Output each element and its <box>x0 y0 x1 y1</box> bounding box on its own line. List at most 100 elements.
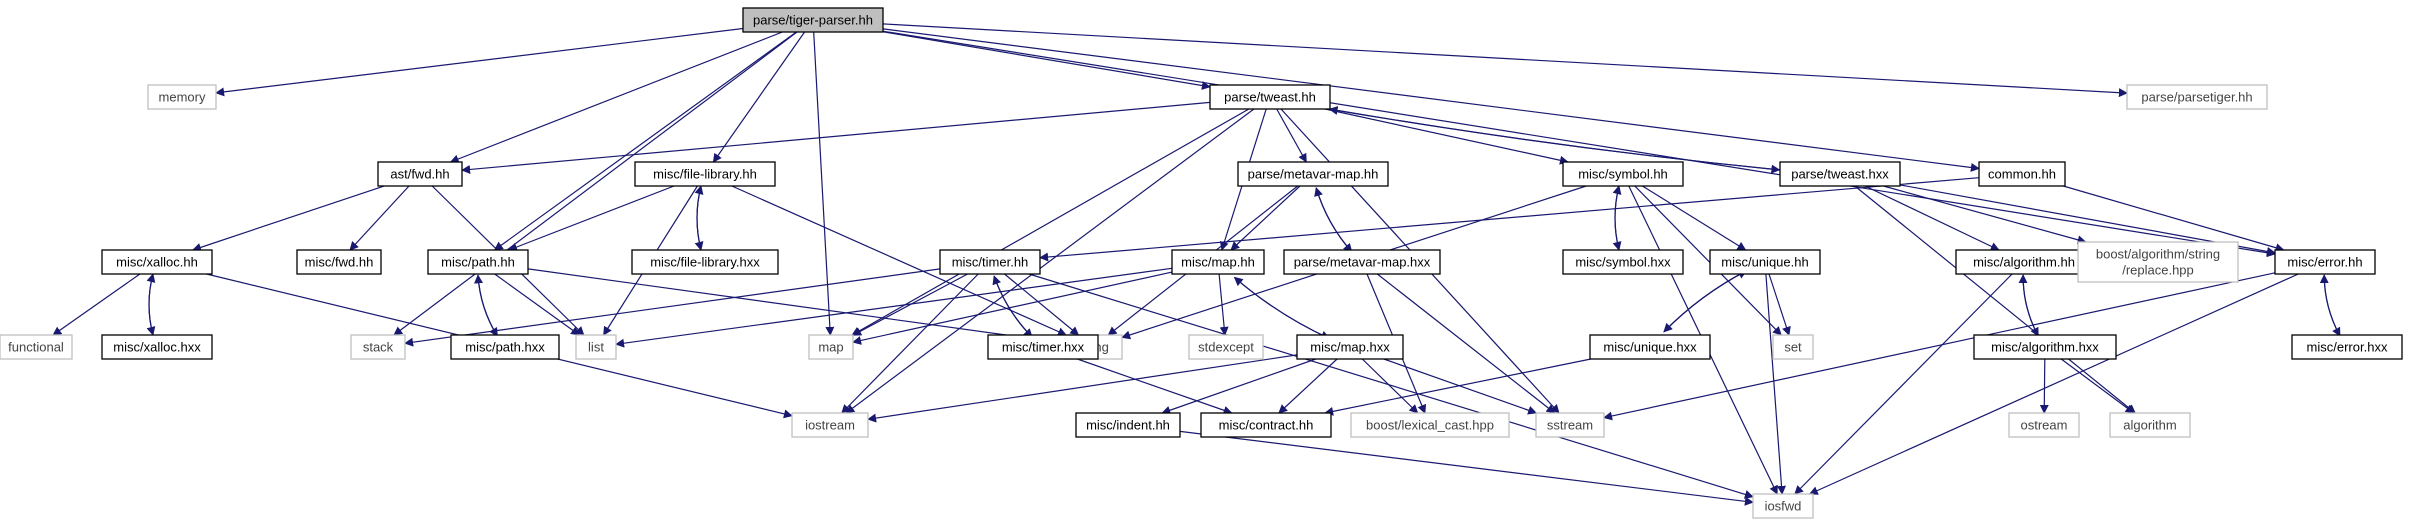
node-label: misc/file-library.hxx <box>650 255 760 270</box>
node-box <box>1200 412 1332 438</box>
node-box <box>427 249 529 275</box>
node-box <box>1535 412 1605 438</box>
node-label: map <box>818 340 843 355</box>
node-timer-hh[interactable]: misc/timer.hh <box>939 249 1041 275</box>
node-label: algorithm <box>2123 418 2176 433</box>
node-label: parse/tiger-parser.hh <box>753 13 873 28</box>
node-path-hxx[interactable]: misc/path.hxx <box>450 334 560 360</box>
node-label: boost/algorithm/string <box>2096 247 2220 262</box>
edge-tweast_hh-to-ast_fwd <box>461 101 1211 174</box>
node-label: boost/lexical_cast.hpp <box>1366 418 1494 433</box>
edge-tweast_hxx-to-boost_replace <box>1883 185 2087 245</box>
node-algorithm-hxx[interactable]: misc/algorithm.hxx <box>1973 334 2117 360</box>
edge-error_hh-to-error_hxx <box>2323 274 2341 337</box>
node-boost-replace: boost/algorithm/string/replace.hpp <box>2077 241 2239 283</box>
edge-algorithm_hxx-to-algorithm <box>2060 358 2135 414</box>
node-box <box>1978 161 2066 187</box>
node-unique-hh[interactable]: misc/unique.hh <box>1709 249 1821 275</box>
node-label: sstream <box>1547 418 1593 433</box>
node-box <box>2008 412 2080 438</box>
node-label: misc/unique.hxx <box>1603 340 1697 355</box>
node-file-library-hh[interactable]: misc/file-library.hh <box>634 161 776 187</box>
node-algorithm: algorithm <box>2109 412 2191 438</box>
node-tiger-parser[interactable]: parse/tiger-parser.hh <box>742 7 884 33</box>
node-box <box>808 334 854 360</box>
node-error-hh[interactable]: misc/error.hh <box>2274 249 2376 275</box>
node-tweast-hxx[interactable]: parse/tweast.hxx <box>1779 161 1901 187</box>
node-label: misc/error.hh <box>2287 255 2362 270</box>
edge-tiger_parser-to-map <box>813 31 835 336</box>
edge-symbol_hh-to-set <box>1634 185 1782 336</box>
edge-xalloc_hh-to-functional <box>52 273 141 336</box>
edge-metavar_map_hxx-to-sstream <box>1376 273 1556 414</box>
node-label: misc/algorithm.hxx <box>1991 340 2099 355</box>
node-box <box>296 249 382 275</box>
edge-metavar_map_hh-to-metavar_map_hxx <box>1315 187 1353 253</box>
edge-timer_hh-to-iostream <box>841 273 979 414</box>
node-symbol-hh[interactable]: misc/symbol.hh <box>1562 161 1684 187</box>
node-unique-hxx[interactable]: misc/unique.hxx <box>1589 334 1711 360</box>
node-metavar-map-hxx[interactable]: parse/metavar-map.hxx <box>1283 249 1441 275</box>
edge-file_library_hh-to-path_hh <box>508 185 675 252</box>
node-path-hh[interactable]: misc/path.hh <box>427 249 529 275</box>
node-file-library-hxx[interactable]: misc/file-library.hxx <box>631 249 779 275</box>
node-map-hh[interactable]: misc/map.hh <box>1171 249 1265 275</box>
node-label: parse/metavar-map.hh <box>1248 167 1379 182</box>
node-box <box>1955 249 2093 275</box>
node-stack: stack <box>350 334 406 360</box>
node-box <box>631 249 779 275</box>
node-label: misc/map.hh <box>1181 255 1255 270</box>
node-common-hh[interactable]: common.hh <box>1978 161 2066 187</box>
edge-map_hxx-to-map_hh <box>1233 276 1330 339</box>
node-contract-hh[interactable]: misc/contract.hh <box>1200 412 1332 438</box>
node-label: parse/tweast.hh <box>1224 90 1316 105</box>
node-box <box>939 249 1041 275</box>
node-list: list <box>575 334 617 360</box>
node-timer-hxx[interactable]: misc/timer.hxx <box>987 334 1099 360</box>
edge-path_hh-to-path_hxx <box>477 275 498 337</box>
node-tweast-hh[interactable]: parse/tweast.hh <box>1209 84 1331 110</box>
edge-tiger_parser-to-error_hh <box>882 30 2276 258</box>
node-indent-hh[interactable]: misc/indent.hh <box>1075 412 1181 438</box>
node-symbol-hxx[interactable]: misc/symbol.hxx <box>1562 249 1684 275</box>
node-label: parse/tweast.hxx <box>1791 167 1889 182</box>
edge-common_hh-to-timer_hh <box>1039 177 1980 262</box>
edge-indent_hh-to-iosfwd <box>1179 430 1754 506</box>
node-map-hxx[interactable]: misc/map.hxx <box>1296 334 1404 360</box>
node-xalloc-hh[interactable]: misc/xalloc.hh <box>101 249 213 275</box>
node-box <box>147 84 217 110</box>
node-iosfwd: iosfwd <box>1752 493 1814 519</box>
node-algorithm-hh[interactable]: misc/algorithm.hh <box>1955 249 2093 275</box>
edge-tweast_hxx-to-tweast_hh <box>1328 106 1780 171</box>
node-ast-fwd[interactable]: ast/fwd.hh <box>377 161 463 187</box>
node-label: misc/symbol.hh <box>1578 167 1668 182</box>
node-box <box>791 412 869 438</box>
node-misc-fwd[interactable]: misc/fwd.hh <box>296 249 382 275</box>
node-box <box>377 161 463 187</box>
edge-ast_fwd-to-misc_fwd <box>349 185 410 251</box>
node-label: misc/map.hxx <box>1310 340 1390 355</box>
edge-error_hxx-to-error_hh <box>2319 274 2341 337</box>
node-box <box>101 334 213 360</box>
node-label: ostream <box>2021 418 2068 433</box>
edge-tiger_parser-to-stack <box>393 31 798 336</box>
node-map: map <box>808 334 854 360</box>
edge-timer_hh-to-iosfwd <box>1028 273 1754 499</box>
edge-metavar_map_hxx-to-metavar_map_hh <box>1314 187 1353 253</box>
edge-tiger_parser-to-common_hh <box>882 28 1980 172</box>
node-xalloc-hxx[interactable]: misc/xalloc.hxx <box>101 334 213 360</box>
edge-ast_fwd-to-xalloc_hh <box>192 185 385 252</box>
edge-error_hh-to-sstream <box>1603 272 2276 421</box>
node-set: set <box>1772 334 1814 360</box>
node-label: ast/fwd.hh <box>390 167 449 182</box>
edge-unique_hxx-to-unique_hh <box>1663 270 1748 333</box>
edge-map_hh-to-list <box>615 267 1173 348</box>
edge-timer_hh-to-stack <box>404 268 941 347</box>
node-metavar-map-hh[interactable]: parse/metavar-map.hh <box>1237 161 1389 187</box>
node-box <box>2291 334 2403 360</box>
node-box <box>2109 412 2191 438</box>
node-label: parse/parsetiger.hh <box>2141 90 2252 105</box>
node-error-hxx[interactable]: misc/error.hxx <box>2291 334 2403 360</box>
node-box <box>1589 334 1711 360</box>
